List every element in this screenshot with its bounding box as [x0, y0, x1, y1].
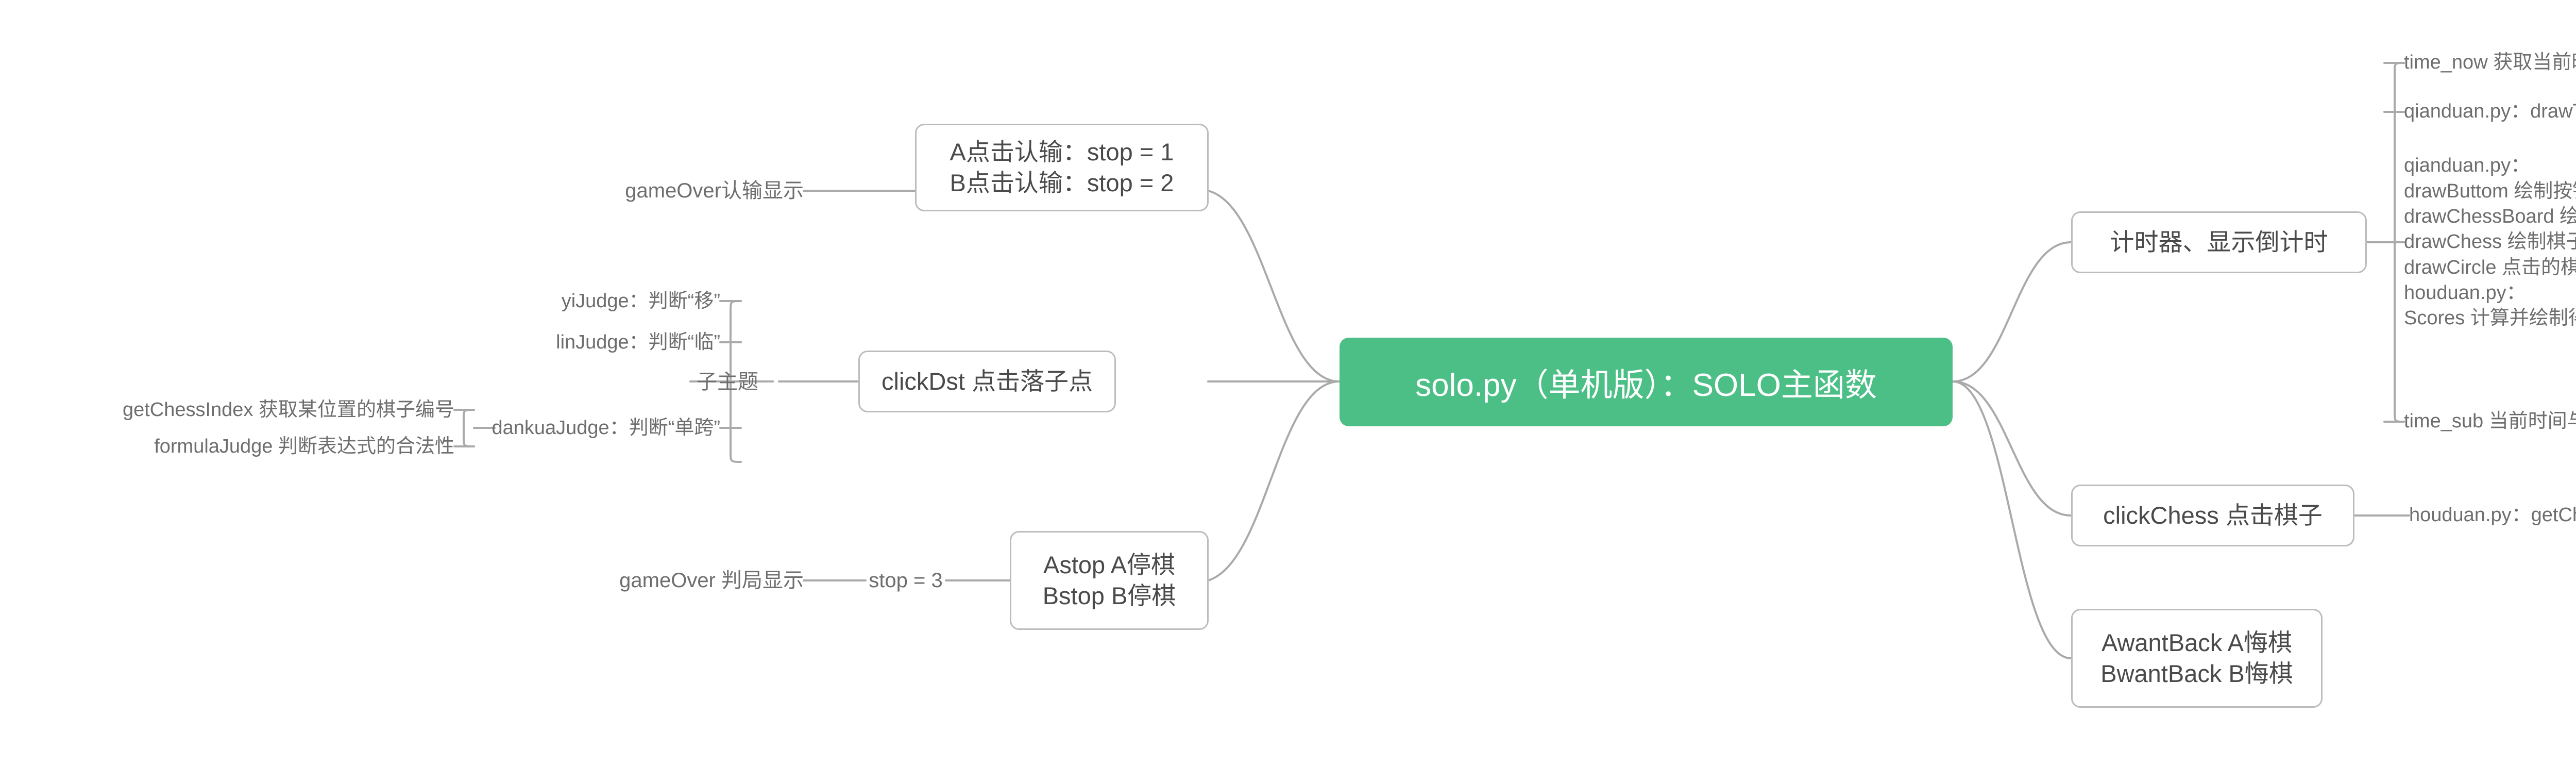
node-timer[interactable]: 计时器、显示倒计时 [2071, 211, 2367, 273]
link-root-to-surrender [1207, 190, 1341, 382]
link-root-to-stop3 [1207, 380, 1341, 581]
node-wantback[interactable]: AwantBack A悔棋 BwantBack B悔棋 [2071, 609, 2323, 708]
leaf-gameover-result-label: gameOver 判局显示 [619, 569, 804, 592]
link-root-to-wantback [1952, 380, 2072, 659]
node-surrender-line-1: A点击认输：stop = 1 [950, 138, 1174, 165]
leaf-time-now-label: time_now 获取当前时间 [2404, 52, 2576, 74]
link-root-to-timer [1952, 241, 2072, 382]
node-clickchess[interactable]: clickChess 点击棋子 [2071, 485, 2354, 546]
root-label: solo.py（单机版）：SOLO主函数 [1415, 368, 1877, 403]
leaf-getchessindex[interactable]: getChessIndex 获取某位置的棋子编号 [32, 398, 454, 422]
leaf-draw-block[interactable]: qianduan.py： drawButtom 绘制按钮 drawChessBo… [2404, 155, 2576, 329]
node-wantback-line-1: AwantBack A悔棋 [2101, 628, 2293, 656]
leaf-draw-block-line-1: qianduan.py： [2404, 155, 2531, 177]
leaf-draw-block-line-3: drawChessBoard 绘制棋盘 [2404, 205, 2576, 227]
node-surrender[interactable]: A点击认输：stop = 1 B点击认输：stop = 2 [915, 124, 1209, 211]
node-timer-label: 计时器、显示倒计时 [2110, 228, 2328, 256]
leaf-getchesspos[interactable]: houduan.py：getChessPos 获取点击坐标 [2409, 504, 2576, 527]
leaf-dankuajudge-label: dankuaJudge：判断“单跨” [492, 417, 720, 439]
node-clickdst-label: clickDst 点击落子点 [882, 367, 1093, 395]
leaf-gameover-result[interactable]: gameOver 判局显示 [613, 568, 804, 593]
link-root-to-clickchess [1952, 380, 2072, 517]
leaf-yijudge-label: yiJudge：判断“移” [561, 290, 720, 312]
leaf-getchesspos-label: houduan.py：getChessPos 获取点击坐标 [2409, 504, 2576, 526]
leaf-gameover-surrender-label: gameOver认输显示 [625, 179, 804, 202]
leaf-stop-eq-3-label: stop = 3 [869, 569, 943, 592]
leaf-draw-block-line-7: Scores 计算并绘制得分 [2404, 307, 2576, 329]
node-stop3-line-2: Bstop B停棋 [1042, 582, 1176, 609]
node-surrender-line-2: B点击认输：stop = 2 [950, 169, 1174, 196]
leaf-time-sub-label: time_sub 当前时间与上一次落子的时间差 [2404, 410, 2576, 433]
node-clickchess-label: clickChess 点击棋子 [2103, 501, 2323, 529]
leaf-dankuajudge[interactable]: dankuaJudge：判断“单跨” [473, 417, 720, 440]
leaf-draw-block-line-4: drawChess 绘制棋子 [2404, 231, 2576, 253]
leaf-gameover-surrender[interactable]: gameOver认输显示 [625, 178, 804, 204]
leaf-formulajudge[interactable]: formulaJudge 判断表达式的合法性 [32, 435, 454, 459]
leaf-qianduan-drawtime-label: qianduan.py：drawTime [2404, 101, 2576, 123]
node-stop3-line-1: Astop A停棋 [1043, 551, 1175, 578]
leaf-draw-block-line-5: drawCircle 点击的棋子画上光圈 [2404, 256, 2576, 278]
leaf-time-now[interactable]: time_now 获取当前时间 [2404, 51, 2576, 75]
leaf-formulajudge-label: formulaJudge 判断表达式的合法性 [154, 436, 454, 458]
leaf-yijudge[interactable]: yiJudge：判断“移” [555, 290, 720, 313]
leaf-time-sub[interactable]: time_sub 当前时间与上一次落子的时间差 [2404, 410, 2576, 434]
link-timer-bracket [2394, 62, 2405, 423]
root-node[interactable]: solo.py（单机版）：SOLO主函数 [1340, 338, 1953, 426]
leaf-linjudge[interactable]: linJudge：判断“临” [555, 331, 720, 355]
leaf-draw-block-line-2: drawButtom 绘制按钮 [2404, 180, 2576, 202]
link-dankua-bracket [463, 409, 475, 447]
node-wantback-line-2: BwantBack B悔棋 [2100, 660, 2293, 687]
leaf-stop-eq-3[interactable]: stop = 3 [866, 568, 946, 593]
node-stop3[interactable]: Astop A停棋 Bstop B停棋 [1010, 531, 1209, 630]
leaf-getchessindex-label: getChessIndex 获取某位置的棋子编号 [122, 399, 454, 421]
leaf-linjudge-label: linJudge：判断“临” [556, 331, 720, 354]
leaf-draw-block-line-6: houduan.py： [2404, 282, 2526, 304]
node-clickdst[interactable]: clickDst 点击落子点 [858, 351, 1116, 412]
leaf-subtopic-label: 子主题 [697, 371, 758, 393]
leaf-qianduan-drawtime[interactable]: qianduan.py：drawTime [2404, 100, 2576, 124]
